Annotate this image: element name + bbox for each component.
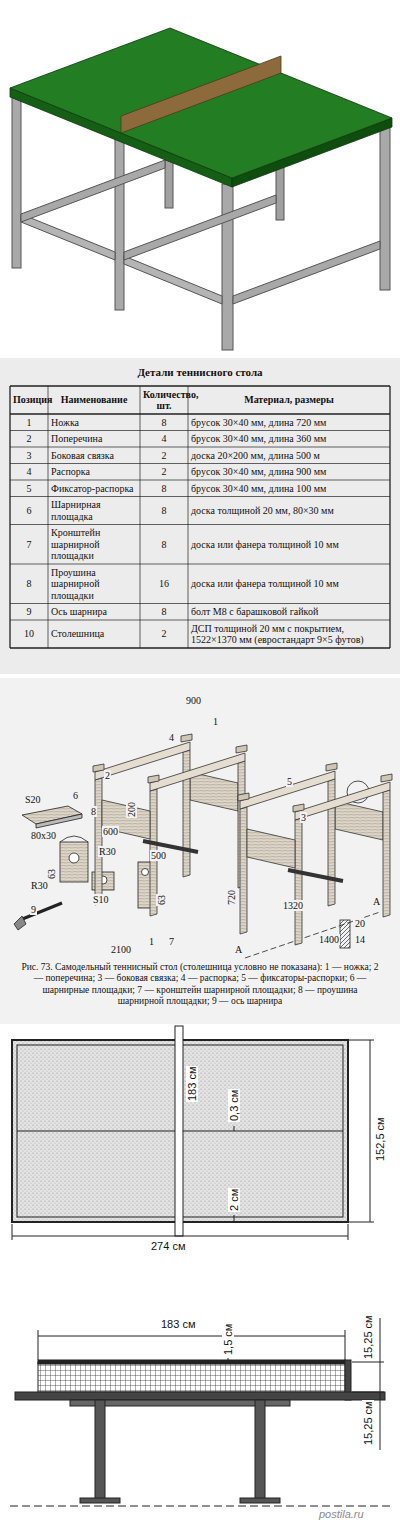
table-cell: 8 xyxy=(140,505,188,517)
page-ground xyxy=(0,358,400,674)
callout-number: 8 xyxy=(90,806,97,817)
table-cell: доска или фанера толщиной 10 мм xyxy=(188,539,390,551)
table-cell: 6 xyxy=(10,505,48,517)
table-cell: брусок 30×40 мм, длина 100 мм xyxy=(188,483,390,495)
table-cell: Шарнирная площадка xyxy=(48,499,140,522)
callout-number: 6 xyxy=(72,790,79,801)
dimension-label: 2 см xyxy=(228,1188,240,1212)
table-cell: 16 xyxy=(140,578,188,590)
callout-number: 5 xyxy=(286,776,293,787)
watermark: postila.ru xyxy=(318,1508,365,1520)
table-cell: брусок 30×40 мм, длина 720 мм xyxy=(188,417,390,429)
callout-number: 63 xyxy=(46,868,57,880)
callout-number: 3 xyxy=(300,812,307,823)
table-render xyxy=(10,28,392,350)
dimension-label: 152,5 см xyxy=(374,1116,386,1162)
table-side-view xyxy=(10,1318,390,1506)
table-cell: 10 xyxy=(10,628,48,640)
table-cell: 9 xyxy=(10,606,48,618)
dimension-label: 1,5 см xyxy=(222,1323,234,1356)
table-cell: Ножка xyxy=(48,417,140,429)
table-cell: 8 xyxy=(140,606,188,618)
dimension-label: R30 xyxy=(98,846,117,857)
dimension-label: 500 xyxy=(150,850,167,861)
dimension-label: 900 xyxy=(185,695,202,706)
table-header: Количество, шт. xyxy=(140,389,188,412)
table-cell: доска толщиной 20 мм, 80×30 мм xyxy=(188,505,390,517)
dimension-label: S10 xyxy=(92,894,110,905)
frame-drawing xyxy=(93,734,392,945)
table-title: Детали теннисного стола xyxy=(10,366,390,378)
dimension-label: 15,25 см xyxy=(362,1314,374,1360)
table-cell: Боковая связка xyxy=(48,450,140,462)
callout-number: 7 xyxy=(168,936,175,947)
table-header: Позиция xyxy=(10,394,48,406)
table-cell: Проушина шарнирной площадки xyxy=(48,567,140,602)
table-header: Материал, размеры xyxy=(188,394,390,406)
callout-number: 4 xyxy=(168,732,175,743)
dimension-label: 1320 xyxy=(282,900,304,911)
table-cell: 7 xyxy=(10,539,48,551)
table-grid xyxy=(10,386,390,648)
callout-number: 1 xyxy=(212,716,219,727)
dimension-label: S20 xyxy=(24,794,42,805)
table-cell: 2 xyxy=(140,450,188,462)
table-cell: 8 xyxy=(140,539,188,551)
table-cell: 8 xyxy=(140,483,188,495)
callout-number: 9 xyxy=(30,904,37,915)
dimension-label: 600 xyxy=(102,826,119,837)
table-cell: Поперечина xyxy=(48,433,140,445)
table-cell: Столешница xyxy=(48,628,140,640)
dimension-label: 183 см xyxy=(186,1066,198,1102)
dimension-label: A xyxy=(372,896,381,907)
table-cell: доска или фанера толщиной 10 мм xyxy=(188,578,390,590)
table-cell: 5 xyxy=(10,483,48,495)
dimension-label: 200 xyxy=(126,801,137,818)
table-header: Наименование xyxy=(48,394,140,406)
table-cell: брусок 30×40 мм, длина 900 мм xyxy=(188,466,390,478)
dimension-label: 15,25 см xyxy=(362,1400,374,1446)
dimension-label: 80x30 xyxy=(30,830,57,841)
table-cell: Фиксатор-распорка xyxy=(48,483,140,495)
dimension-label: 183 см xyxy=(160,1318,196,1330)
table-cell: брусок 30×40 мм, длина 360 мм xyxy=(188,433,390,445)
table-cell: 2 xyxy=(10,433,48,445)
callout-number: 14 xyxy=(354,934,366,945)
table-cell: доска 20×200 мм, длина 500 м xyxy=(188,450,390,462)
dimension-label: 0,3 см xyxy=(228,1089,240,1122)
table-cell: Кронштейн шарнирной площадки xyxy=(48,527,140,562)
table-cell: Распорка xyxy=(48,466,140,478)
dimension-label: A xyxy=(234,944,243,955)
table-cell: 2 xyxy=(140,628,188,640)
callout-number: 1 xyxy=(148,936,155,947)
dimension-label: 720 xyxy=(226,889,237,906)
figure-caption: Рис. 73. Самодельный теннисный стол (сто… xyxy=(20,962,380,1008)
dimension-label: 2100 xyxy=(110,944,132,955)
table-cell: болт М8 с барашковой гайкой xyxy=(188,606,390,618)
page-ground xyxy=(0,678,400,1024)
dimension-label: R30 xyxy=(30,880,49,891)
table-cell: 8 xyxy=(140,417,188,429)
table-cell: 3 xyxy=(10,450,48,462)
table-cell: 8 xyxy=(10,578,48,590)
callout-number: 2 xyxy=(104,770,111,781)
table-cell: Ось шарнира xyxy=(48,606,140,618)
table-cell: 2 xyxy=(140,466,188,478)
dimension-label: 274 см xyxy=(150,1240,186,1252)
table-cell: 4 xyxy=(10,466,48,478)
callout-number: 63 xyxy=(156,894,167,906)
table-cell: 4 xyxy=(140,433,188,445)
table-cell: 1 xyxy=(10,417,48,429)
table-cell: ДСП толщиной 20 мм с покрытием, 1522×137… xyxy=(188,623,390,646)
dimension-label: 1400 xyxy=(318,934,340,945)
table-plan xyxy=(12,1026,374,1240)
callout-number: 20 xyxy=(354,918,366,929)
